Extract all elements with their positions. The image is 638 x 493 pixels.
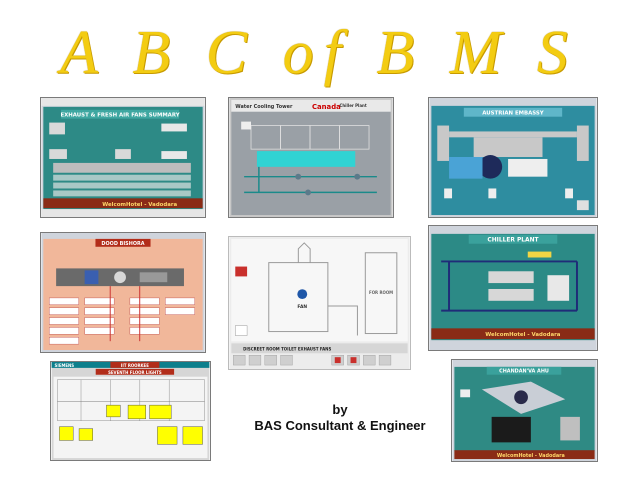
cooling-tower-screenshot: Water Cooling Tower Canada Chiller Plant [228,97,394,218]
iit-roorkee-screenshot: SIEMENS IIT ROORKEE SEVENTH FLOOR LIGHTS [50,361,211,461]
cooling-header: Water Cooling Tower [235,104,293,110]
ahu-panel-screenshot: DOOD BISHORA [40,232,206,353]
chandan-footer: WelcomHotel - Vadodara [497,453,565,459]
credit-author: BAS Consultant & Engineer [254,418,426,433]
cooling-sub: Chiller Plant [340,103,367,108]
credit-by: by [332,402,348,417]
chiller-plant-screenshot: CHILLER PLANT WelcomHotel - Vadodara [428,225,598,351]
toilet-fan-tag: FAN [297,304,307,310]
austrian-header: AUSTRIAN EMBASSY [482,111,544,117]
iit-brand: SIEMENS [55,363,75,368]
toilet-side-label: FOR ROOM [369,290,393,295]
exhaust-fans-summary-screenshot: EXHAUST & FRESH AIR FANS SUMMARY WelcomH… [40,97,206,218]
chiller-header: CHILLER PLANT [487,238,538,244]
cooling-logo: Canada [312,103,341,111]
toilet-status: DISCREET ROOM TOILET EXHAUST FANS [243,346,331,351]
chiller-footer: WelcomHotel - Vadodara [485,332,560,338]
credit-block: by BAS Consultant & Engineer [220,402,460,434]
chandan-header: CHANDAN'VA AHU [499,369,549,375]
iit-sub: SEVENTH FLOOR LIGHTS [108,370,162,375]
austrian-embassy-screenshot: AUSTRIAN EMBASSY [428,97,598,218]
iit-header: IIT ROORKEE [121,363,149,368]
exhaust-footer: WelcomHotel - Vadodara [102,202,177,208]
toilet-exhaust-screenshot: FAN FOR ROOM DISCREET ROOM TOILET EXHAUS… [228,236,411,370]
chandan-ahu-screenshot: CHANDAN'VA AHU WelcomHotel - Vadodara [451,359,598,462]
ahu-header: DOOD BISHORA [101,241,144,247]
exhaust-header: EXHAUST & FRESH AIR FANS SUMMARY [60,113,179,119]
page-title: A B C of B M S [60,19,578,87]
